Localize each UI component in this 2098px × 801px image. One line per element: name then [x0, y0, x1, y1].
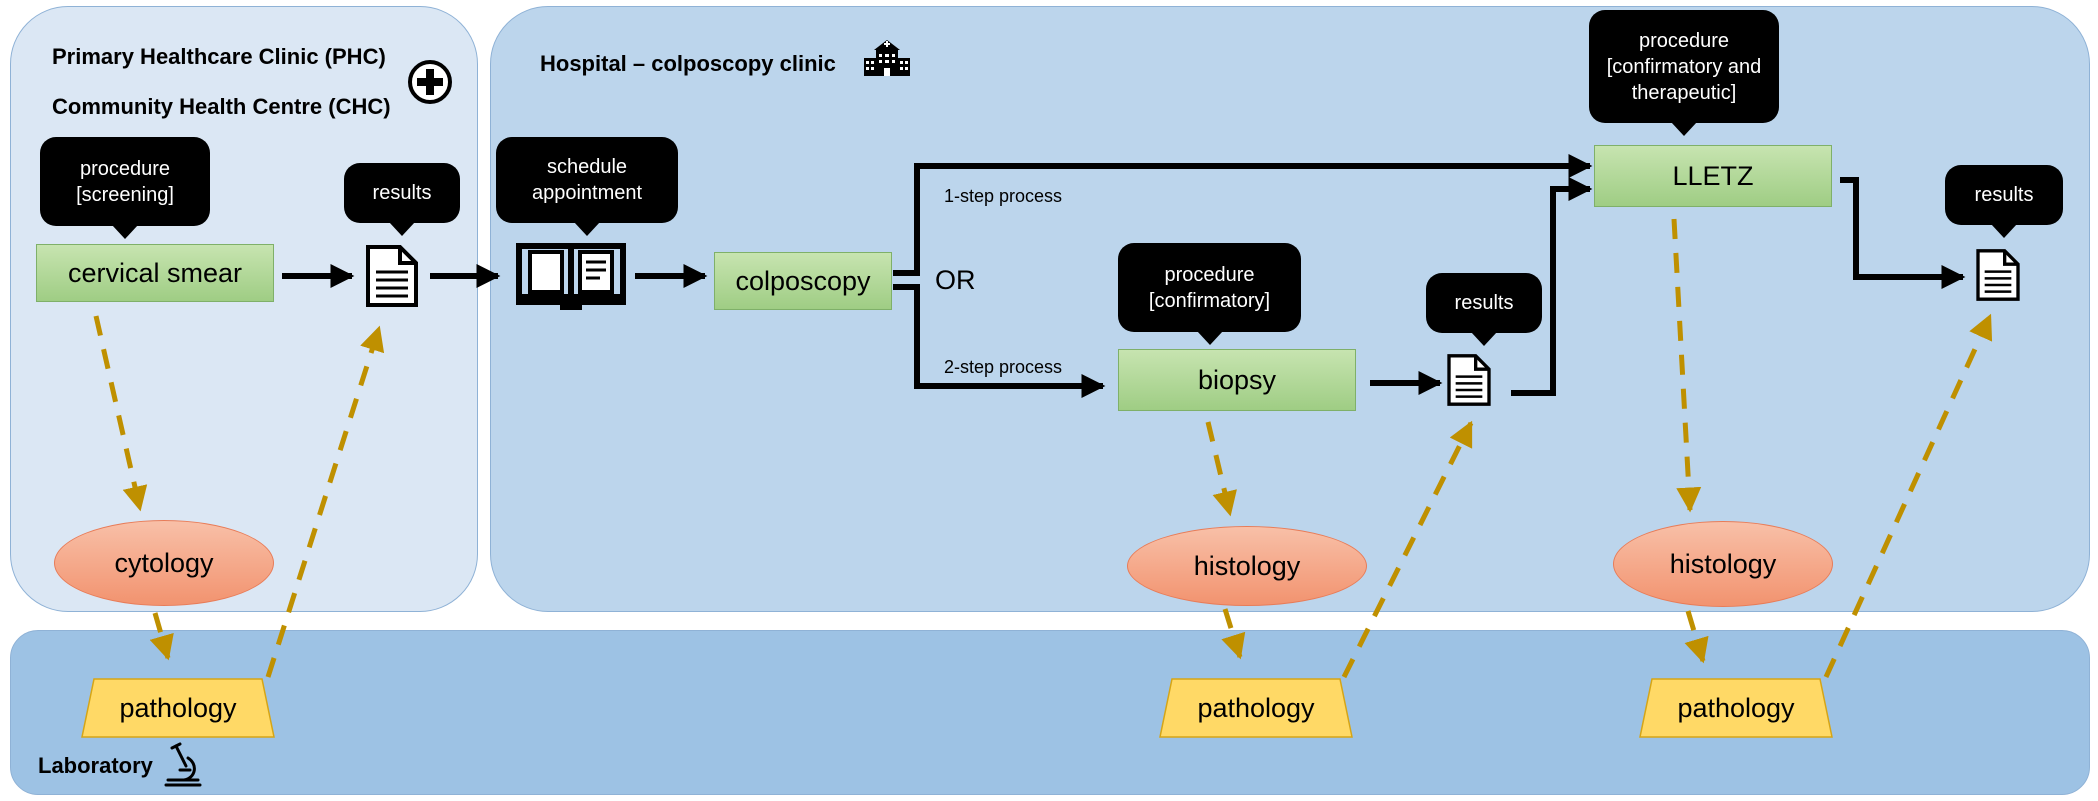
first-aid-cross-icon	[408, 60, 452, 104]
phc-chc-region	[10, 6, 478, 612]
appointment-book-icon	[516, 243, 626, 310]
pathology-box: pathology	[80, 678, 276, 738]
dashed-smear-to-cytology	[93, 315, 148, 512]
dashed-biopsy-to-histology	[1205, 421, 1237, 517]
cytology-ellipse: cytology	[54, 520, 274, 606]
hospital-label: Hospital – colposcopy clinic	[540, 51, 836, 76]
dashed-pathology-to-results	[265, 325, 385, 678]
pathology-box: pathology	[1158, 678, 1354, 738]
or-label: OR	[935, 265, 976, 295]
laboratory-label: Laboratory	[38, 753, 153, 778]
callout-results-2: results	[1426, 273, 1542, 346]
biopsy-box: biopsy	[1118, 349, 1356, 411]
dashed-lletz-to-histology	[1671, 218, 1702, 513]
hospital-building-icon	[864, 40, 910, 76]
callout-procedure-confirmatory: procedure [confirmatory]	[1118, 243, 1301, 345]
callout-schedule-appointment: schedule appointment	[496, 137, 678, 236]
arrow-results-to-lletz	[1511, 177, 1593, 396]
document-icon	[1976, 249, 2020, 301]
callout-procedure-screening: procedure [screening]	[40, 137, 210, 239]
arrow-one-step	[893, 154, 1593, 276]
histology-ellipse: histology	[1613, 521, 1833, 607]
two-step-label: 2-step process	[944, 357, 1063, 377]
phc-label: Primary Healthcare Clinic (PHC)	[52, 44, 386, 69]
arrow-lletz-to-results	[1840, 177, 1966, 289]
histology-ellipse: histology	[1127, 526, 1367, 606]
dashed-cytology-to-pathology	[149, 612, 174, 661]
dashed-pathology-to-results-3	[1823, 313, 1993, 679]
cervical-smear-box: cervical smear	[36, 244, 274, 302]
one-step-label: 1-step process	[944, 186, 1063, 206]
dashed-histology-to-pathology-2	[1684, 610, 1709, 664]
dashed-histology-to-pathology	[1221, 608, 1246, 660]
dashed-pathology-to-results-2	[1341, 420, 1474, 679]
callout-procedure-therapeutic: procedure [confirmatory and therapeutic]	[1589, 10, 1779, 136]
colposcopy-box: colposcopy	[714, 252, 892, 310]
document-icon	[366, 245, 418, 307]
microscope-icon	[164, 742, 202, 787]
chc-label: Community Health Centre (CHC)	[52, 94, 391, 119]
callout-results-1: results	[344, 163, 460, 236]
arrow-two-step	[893, 284, 1106, 398]
callout-results-3: results	[1945, 165, 2063, 238]
lletz-box: LLETZ	[1594, 145, 1832, 207]
document-icon	[1447, 354, 1491, 406]
pathology-box: pathology	[1638, 678, 1834, 738]
